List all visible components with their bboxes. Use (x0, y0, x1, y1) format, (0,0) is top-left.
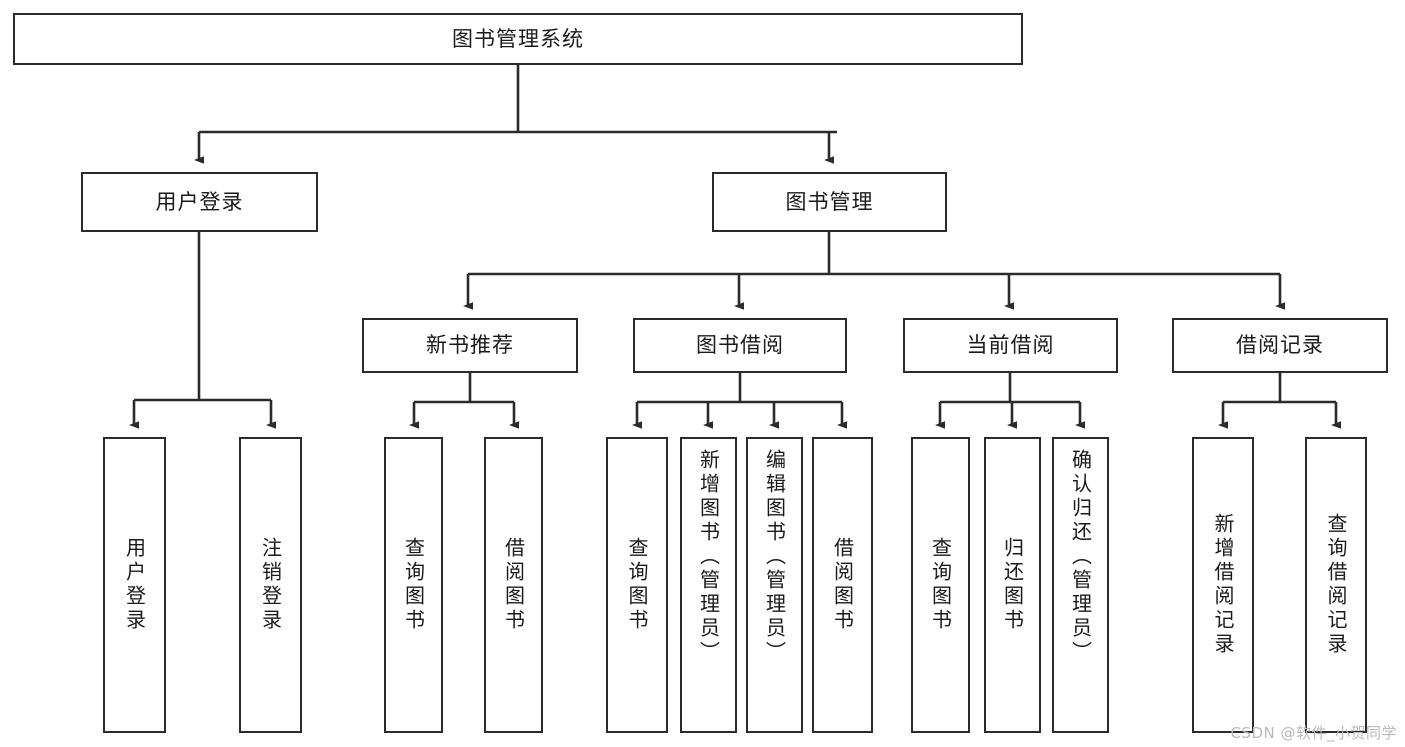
node-current-borrow-label: 当前借阅 (966, 333, 1055, 357)
watermark: CSDN @软件_小贺同学 (1230, 724, 1397, 742)
node-leaf-add-record-label: 新增借阅记录 (1211, 513, 1235, 657)
node-leaf-borrow-book[interactable]: 借阅图书 (812, 437, 873, 733)
node-leaf-borrow-book-rec-label: 借阅图书 (501, 537, 526, 633)
node-leaf-user-login-label: 用户登录 (122, 537, 147, 633)
node-leaf-confirm-return[interactable]: 确认归还（管理员） (1052, 437, 1109, 733)
node-leaf-add-book[interactable]: 新增图书（管理员） (680, 437, 737, 733)
node-leaf-add-record[interactable]: 新增借阅记录 (1192, 437, 1254, 733)
node-leaf-add-book-label: 新增图书（管理员） (696, 449, 721, 665)
node-leaf-borrow-book-label: 借阅图书 (830, 537, 855, 633)
node-leaf-query-book-cur[interactable]: 查询图书 (911, 437, 970, 733)
node-leaf-logout-label: 注销登录 (258, 537, 283, 633)
node-root-label: 图书管理系统 (452, 26, 584, 51)
node-root[interactable]: 图书管理系统 (13, 13, 1023, 65)
node-book-borrow-label: 图书借阅 (696, 333, 784, 357)
node-leaf-query-book-borrow-label: 查询图书 (625, 537, 649, 633)
node-user-login-label: 用户登录 (155, 189, 244, 214)
node-leaf-query-book-cur-label: 查询图书 (928, 537, 953, 633)
node-current-borrow[interactable]: 当前借阅 (903, 318, 1118, 373)
node-leaf-return-book[interactable]: 归还图书 (984, 437, 1041, 733)
node-leaf-borrow-book-rec[interactable]: 借阅图书 (484, 437, 543, 733)
node-leaf-return-book-label: 归还图书 (1000, 537, 1025, 633)
node-leaf-query-book-rec[interactable]: 查询图书 (384, 437, 443, 733)
node-new-book-rec[interactable]: 新书推荐 (362, 318, 578, 373)
node-leaf-edit-book[interactable]: 编辑图书（管理员） (746, 437, 803, 733)
node-leaf-user-login[interactable]: 用户登录 (103, 437, 166, 733)
node-leaf-query-record-label: 查询借阅记录 (1324, 513, 1348, 657)
node-leaf-confirm-return-label: 确认归还（管理员） (1068, 449, 1093, 665)
node-borrow-record-label: 借阅记录 (1236, 333, 1324, 357)
node-leaf-query-book-rec-label: 查询图书 (401, 537, 426, 633)
node-leaf-query-record[interactable]: 查询借阅记录 (1305, 437, 1367, 733)
node-leaf-edit-book-label: 编辑图书（管理员） (762, 449, 787, 665)
node-leaf-logout[interactable]: 注销登录 (239, 437, 302, 733)
node-leaf-query-book-borrow[interactable]: 查询图书 (606, 437, 668, 733)
node-new-book-rec-label: 新书推荐 (426, 333, 514, 357)
node-borrow-record[interactable]: 借阅记录 (1172, 318, 1388, 373)
node-book-manage[interactable]: 图书管理 (712, 172, 947, 232)
node-user-login[interactable]: 用户登录 (81, 172, 318, 232)
node-book-borrow[interactable]: 图书借阅 (633, 318, 847, 373)
node-book-manage-label: 图书管理 (785, 189, 874, 214)
